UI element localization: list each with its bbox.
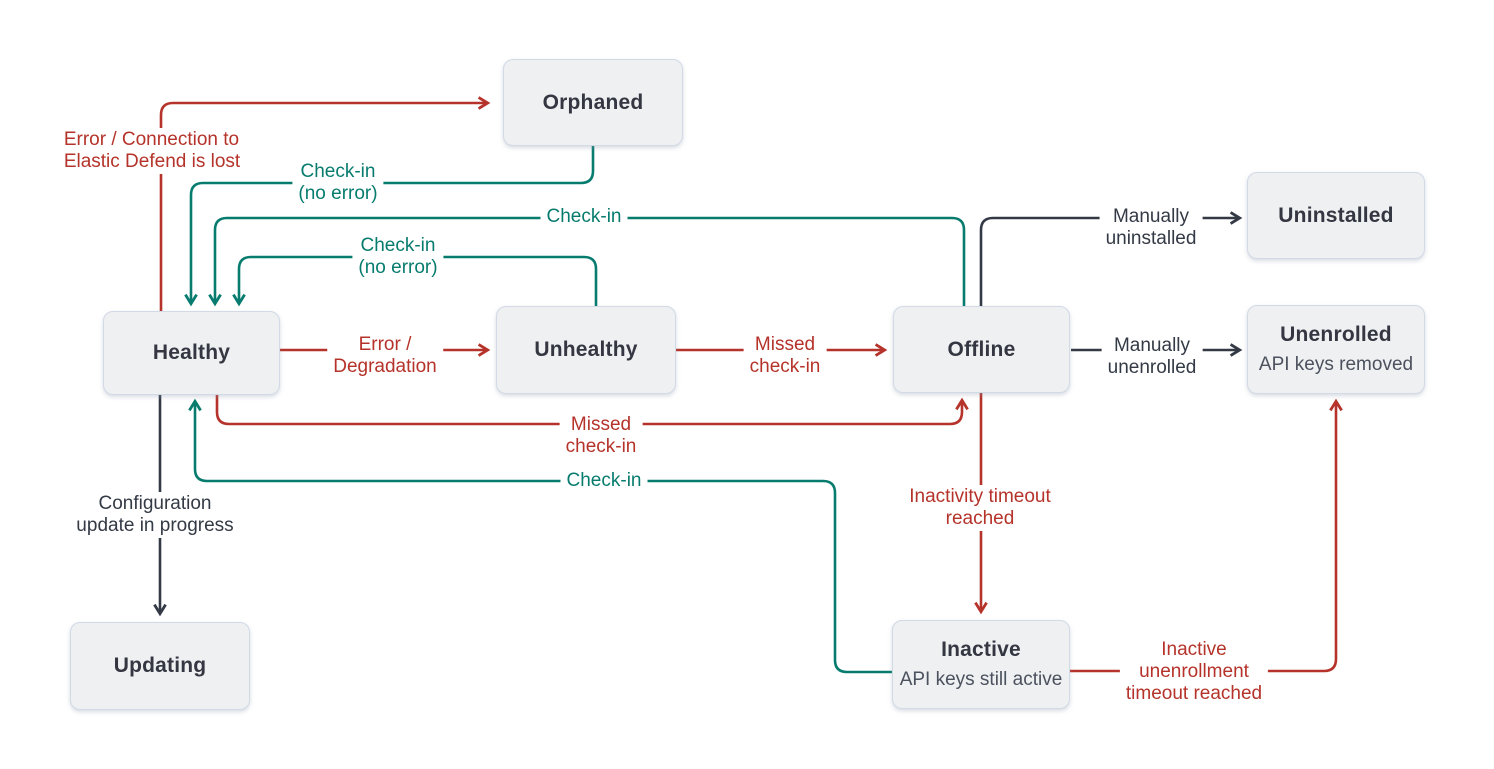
node-inactive-subtitle: API keys still active xyxy=(899,669,1063,690)
edge-offline-to-healthy xyxy=(208,216,966,307)
node-uninstalled: Uninstalled xyxy=(1247,172,1425,259)
edge-label-error-connection-lost: Error / Connection to Elastic Defend is … xyxy=(57,128,247,174)
edge-label-missed-checkin-healthy: Missed check-in xyxy=(559,413,643,459)
edge-label-missed-checkin-unhealthy: Missed check-in xyxy=(743,333,827,379)
edge-label-error-degradation: Error / Degradation xyxy=(327,333,443,379)
node-orphaned-title: Orphaned xyxy=(542,90,644,114)
edge-label-checkin-no-error-orphaned: Check-in (no error) xyxy=(292,160,384,206)
node-unenrolled-subtitle: API keys removed xyxy=(1258,354,1414,375)
node-updating: Updating xyxy=(70,622,250,710)
node-inactive: Inactive API keys still active xyxy=(892,620,1070,709)
edge-label-inactive-unenrollment-timeout: Inactive unenrollment timeout reached xyxy=(1119,638,1269,706)
edge-healthy-to-orphaned xyxy=(159,96,491,311)
node-healthy-title: Healthy xyxy=(152,341,231,364)
node-inactive-title: Inactive xyxy=(941,638,1021,661)
edge-label-manually-uninstalled: Manually uninstalled xyxy=(1099,205,1203,251)
node-unhealthy: Unhealthy xyxy=(496,306,676,394)
node-unenrolled: Unenrolled API keys removed xyxy=(1247,305,1425,394)
node-updating-title: Updating xyxy=(113,654,207,677)
node-orphaned: Orphaned xyxy=(503,59,683,146)
edge-label-inactivity-timeout: Inactivity timeout reached xyxy=(903,485,1057,531)
node-unhealthy-title: Unhealthy xyxy=(534,338,638,361)
node-offline-title: Offline xyxy=(947,337,1016,361)
edge-label-configuration-update: Configuration update in progress xyxy=(70,492,240,538)
edge-label-checkin-offline: Check-in xyxy=(540,205,628,229)
edge-label-checkin-no-error-unhealthy: Check-in (no error) xyxy=(352,234,444,280)
node-healthy: Healthy xyxy=(103,311,280,395)
edge-inactive-to-unenrolled xyxy=(1070,398,1343,673)
edge-label-checkin-inactive: Check-in xyxy=(560,469,648,493)
node-offline: Offline xyxy=(893,306,1070,393)
edge-inactive-to-healthy xyxy=(188,398,892,674)
node-uninstalled-title: Uninstalled xyxy=(1278,203,1394,227)
edge-offline-to-uninstalled xyxy=(979,211,1243,306)
edge-label-manually-unenrolled: Manually unenrolled xyxy=(1101,334,1203,380)
node-unenrolled-title: Unenrolled xyxy=(1280,323,1392,346)
edge-orphaned-to-healthy xyxy=(184,146,595,307)
